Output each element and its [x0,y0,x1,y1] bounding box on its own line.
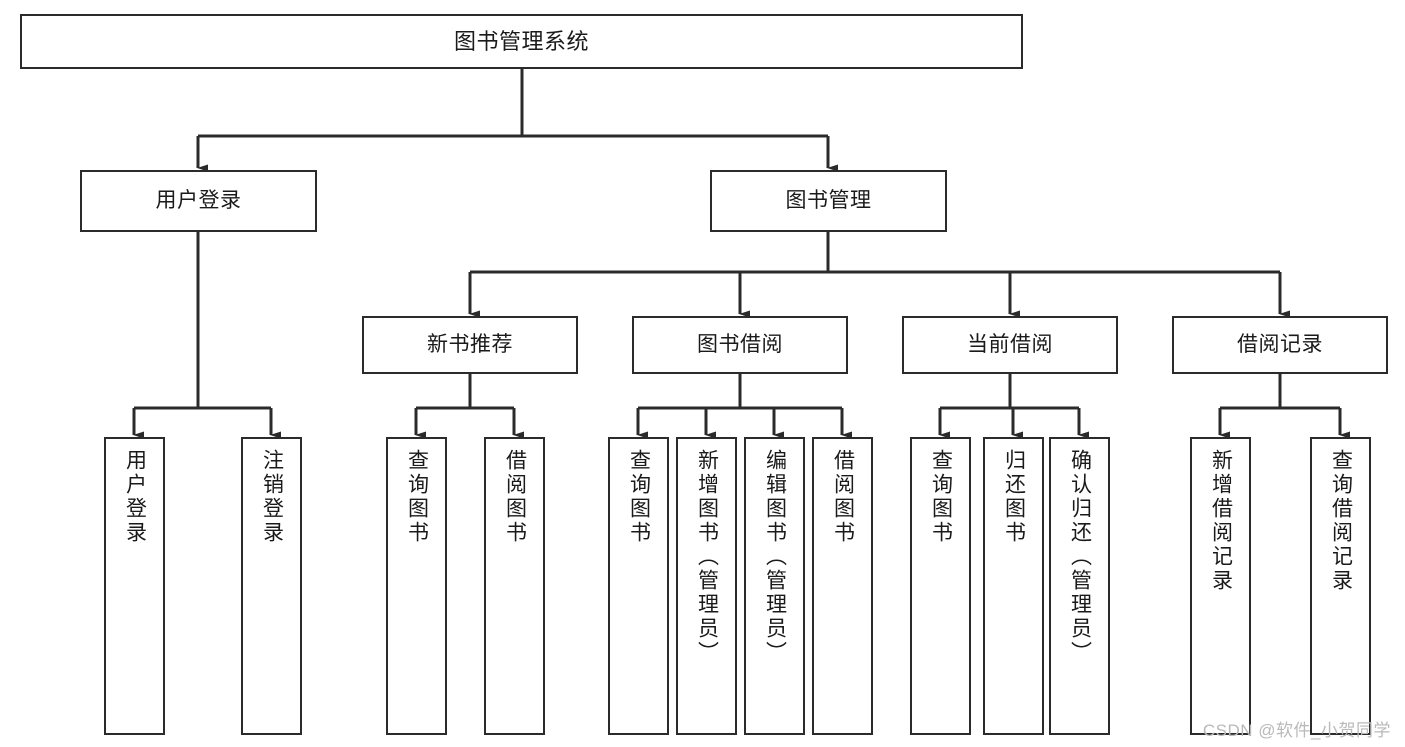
node-leaf-query-borrow-record[interactable]: 查询借阅记录 [1310,437,1371,735]
node-leaf-add-borrow-record[interactable]: 新增借阅记录 [1190,437,1251,735]
node-label: 归还图书 [1002,449,1026,545]
node-book-manage[interactable]: 图书管理 [710,170,947,232]
node-leaf-edit-book[interactable]: 编辑图书（管理员） [744,437,805,735]
node-new-book-recommend[interactable]: 新书推荐 [362,316,578,374]
node-user-login[interactable]: 用户登录 [80,170,317,232]
node-label: 用户登录 [155,188,242,212]
node-label: 新增图书（管理员） [695,449,719,665]
node-leaf-return-book[interactable]: 归还图书 [983,437,1044,735]
node-label: 注销登录 [260,449,284,545]
node-label: 图书借阅 [697,332,783,356]
node-leaf-borrow-book-2[interactable]: 借阅图书 [812,437,873,735]
node-label: 查询图书 [929,449,953,545]
node-label: 查询图书 [627,449,651,545]
node-leaf-borrow-book-1[interactable]: 借阅图书 [484,437,545,735]
node-book-borrow[interactable]: 图书借阅 [632,316,848,374]
node-label: 借阅图书 [503,449,527,545]
node-label: 图书管理 [785,188,872,212]
node-leaf-query-book-3[interactable]: 查询图书 [910,437,971,735]
watermark: CSDN @软件_小贺同学 [1202,721,1391,740]
node-leaf-add-book[interactable]: 新增图书（管理员） [676,437,737,735]
node-label: 查询图书 [405,449,429,545]
node-current-borrow[interactable]: 当前借阅 [902,316,1118,374]
node-label: 编辑图书（管理员） [763,449,787,665]
node-leaf-user-login[interactable]: 用户登录 [104,437,165,735]
node-root[interactable]: 图书管理系统 [20,14,1023,69]
node-leaf-query-book-1[interactable]: 查询图书 [386,437,447,735]
node-label: 新增借阅记录 [1209,449,1233,593]
node-leaf-query-book-2[interactable]: 查询图书 [608,437,669,735]
node-label: 用户登录 [123,449,147,545]
node-leaf-user-logout[interactable]: 注销登录 [241,437,302,735]
node-label: 图书管理系统 [453,28,589,54]
node-leaf-confirm-return[interactable]: 确认归还（管理员） [1049,437,1110,735]
node-label: 确认归还（管理员） [1068,449,1092,665]
node-label: 查询借阅记录 [1329,449,1353,593]
node-label: 借阅记录 [1237,332,1323,356]
node-borrow-record[interactable]: 借阅记录 [1172,316,1388,374]
node-label: 新书推荐 [427,332,513,356]
node-label: 借阅图书 [831,449,855,545]
node-label: 当前借阅 [967,332,1053,356]
